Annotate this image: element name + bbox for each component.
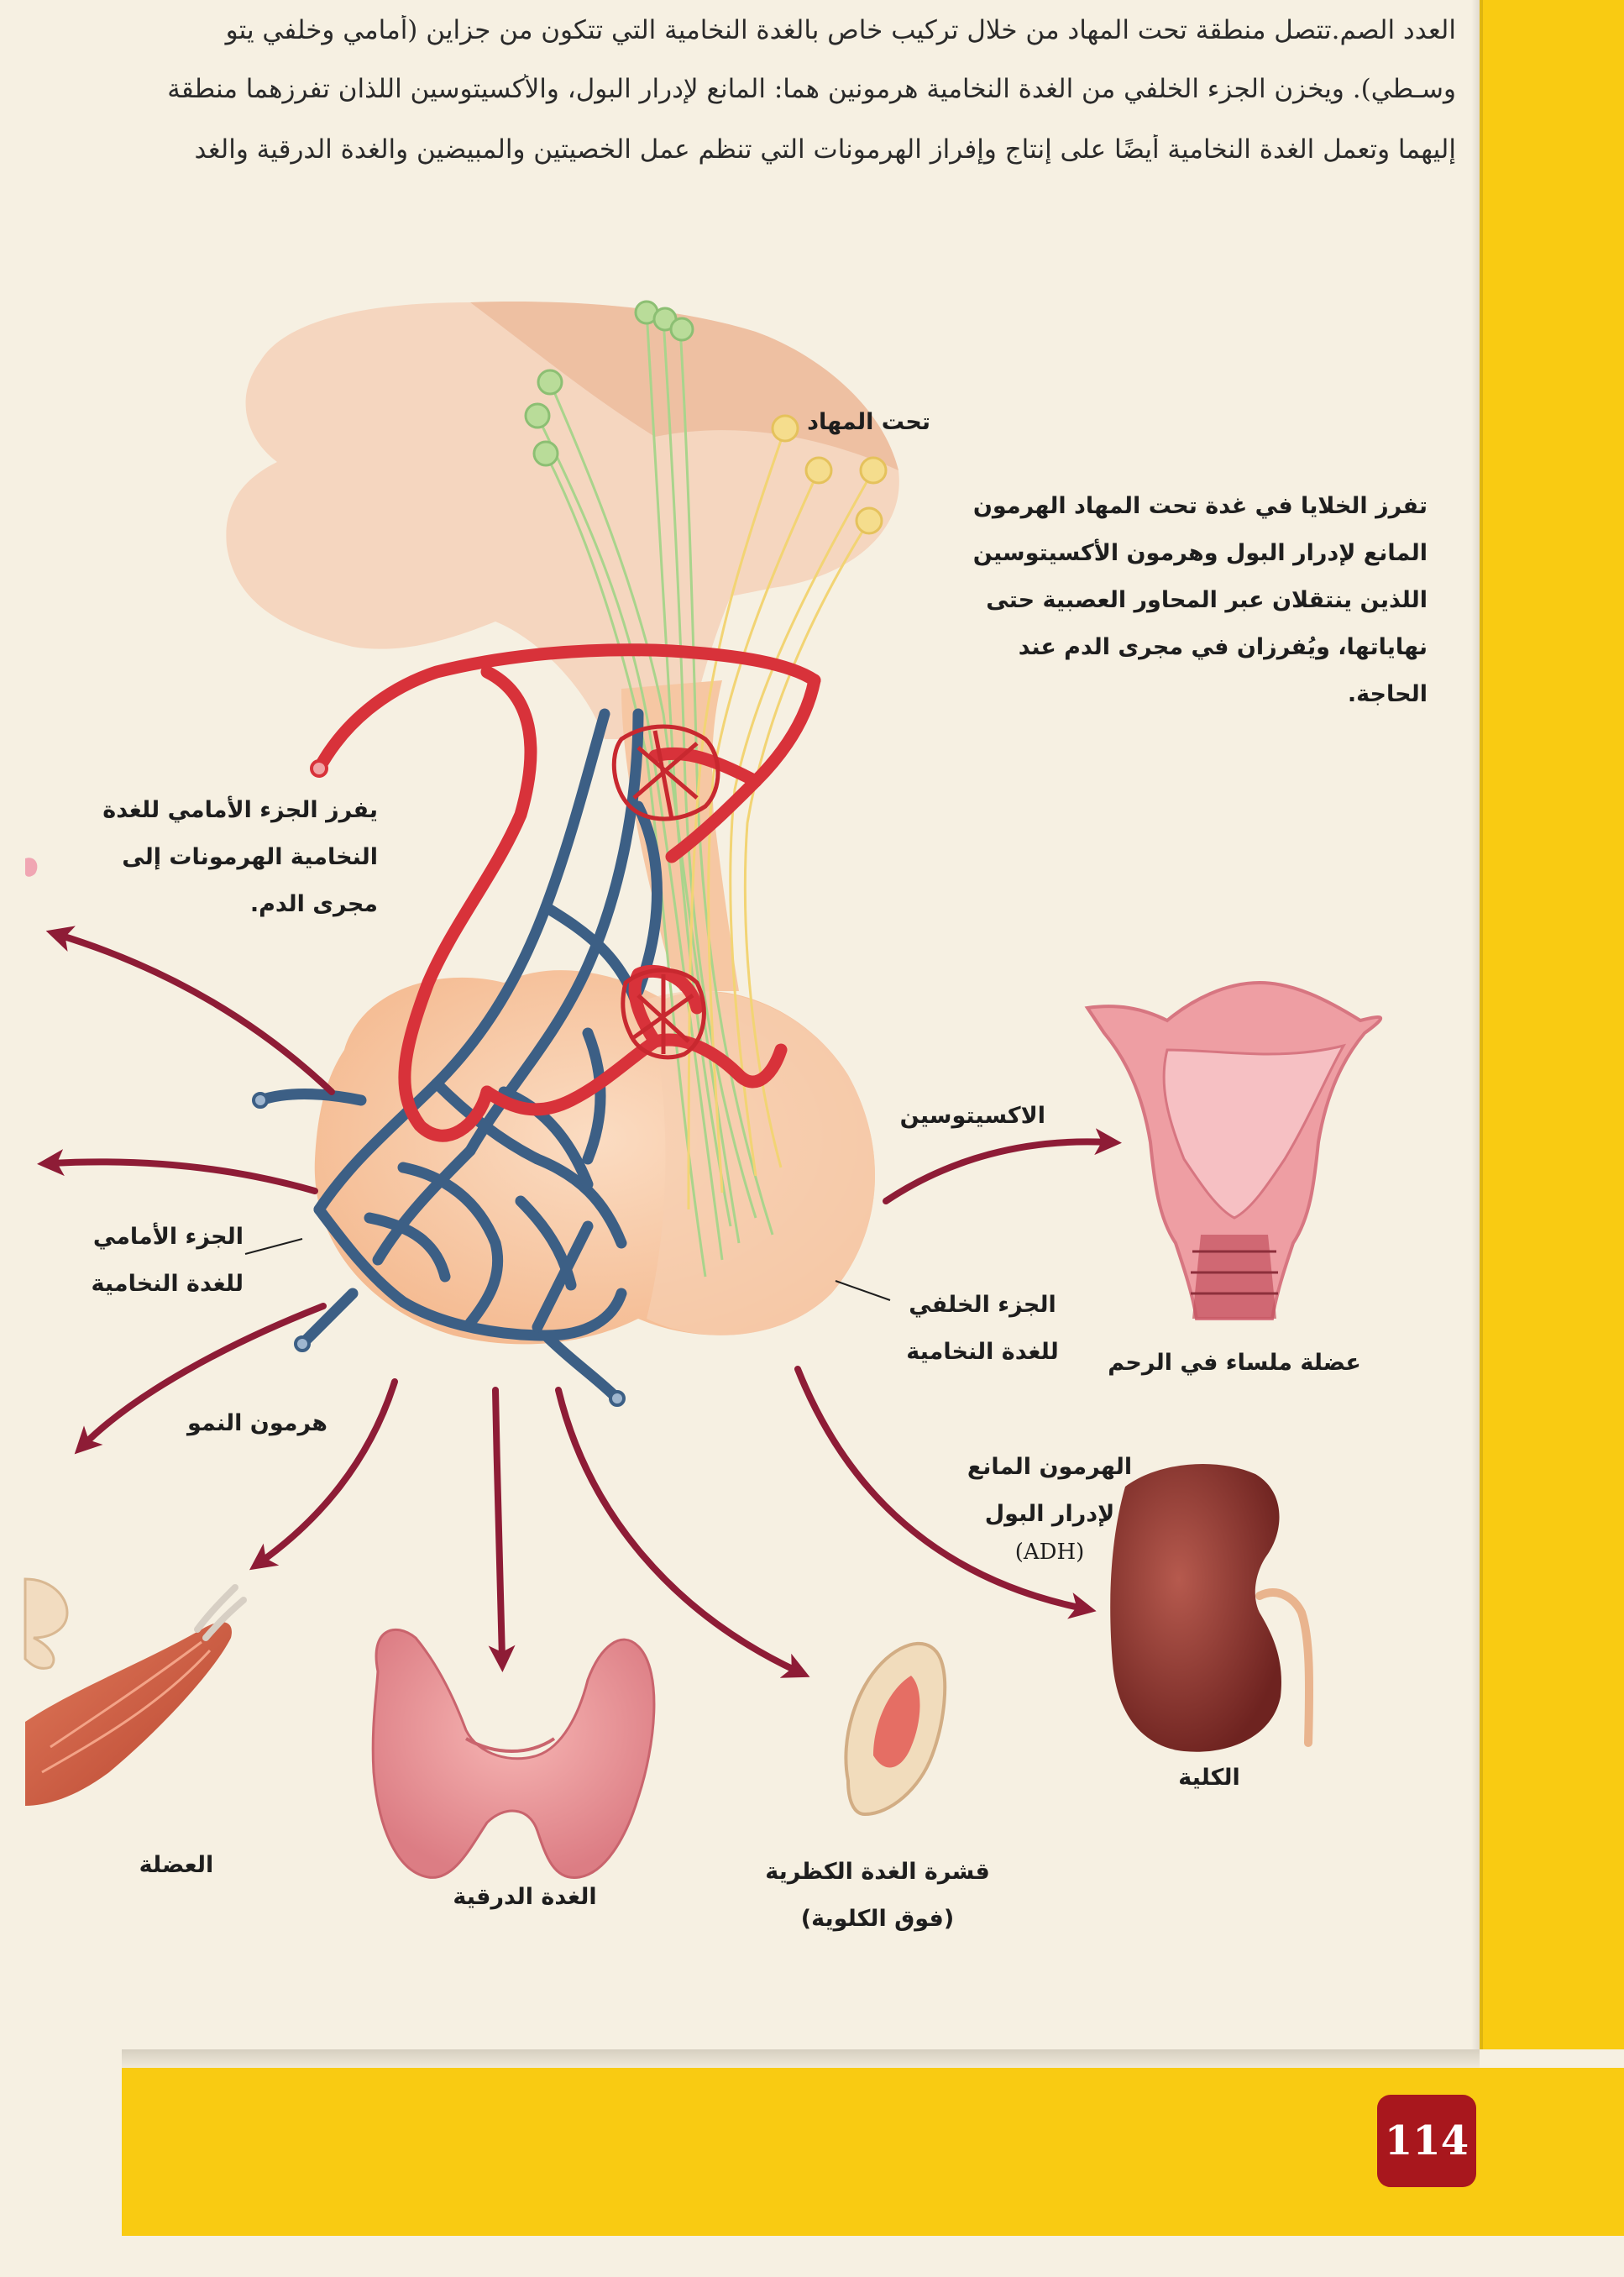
anterior-desc-line: يفرز الجزء الأمامي للغدة: [102, 797, 378, 823]
intro-line-2: وسـطي). ويخزن الجزء الخلفي من الغدة النخ…: [167, 74, 1456, 104]
footer-shadow: [122, 2049, 1480, 2068]
label-kidney: الكلية: [1178, 1765, 1240, 1791]
label-hypothalamus: تحت المهاد: [807, 409, 930, 435]
adh-abbreviation: (ADH): [1014, 1540, 1085, 1565]
vein-ends: [252, 1092, 626, 1407]
bone-fragment: [24, 1577, 69, 1670]
anterior-desc-line: مجرى الدم.: [249, 891, 378, 917]
artery-capillary-beds: [611, 724, 720, 1060]
hypothalamus-desc-line: اللذين ينتقلان عبر المحاور العصبية حتى: [986, 587, 1428, 613]
label-muscle: العضلة: [139, 1852, 214, 1878]
hypothalamus-desc-line: تفرز الخلايا في غدة تحت المهاد الهرمون: [972, 493, 1428, 519]
footer-band: [122, 2068, 1624, 2236]
posterior-pituitary-line: للغدة النخامية: [906, 1339, 1059, 1365]
right-band-shadow: [1471, 0, 1483, 2049]
label-uterus-muscle: عضلة ملساء في الرحم: [1108, 1350, 1361, 1376]
adh-line: الهرمون المانع: [967, 1454, 1133, 1480]
intro-line-3: إليهما وتعمل الغدة النخامية أيضًا على إن…: [194, 134, 1456, 165]
anterior-pituitary-line: الجزء الأمامي: [92, 1224, 244, 1250]
intro-line-1: العدد الصم.تتصل منطقة تحت المهاد من خلال…: [225, 15, 1456, 45]
uterus-illustration: [1084, 980, 1383, 1320]
muscle-illustration: [25, 1584, 247, 1806]
adrenal-cortex-line: (فوق الكلوية): [800, 1906, 955, 1932]
artery-end: [310, 759, 328, 778]
right-margin-band: [1480, 0, 1624, 2049]
left-pink-fragment: [25, 858, 38, 877]
anterior-desc-line: النخامية الهرمونات إلى: [122, 844, 378, 870]
label-thyroid: الغدة الدرقية: [453, 1884, 597, 1910]
label-oxytocin: الاكسيتوسين: [899, 1103, 1045, 1129]
adh-line: لإدرار البول: [984, 1501, 1115, 1527]
hypothalamus-desc-line: المانع لإدرار البول وهرمون الأكسيتوسين: [972, 540, 1428, 566]
hormone-arrows: [37, 926, 1122, 1678]
hypothalamus-desc-line: نهاياتها، ويُفرزان في مجرى الدم عند: [1018, 634, 1428, 660]
page-number-badge: 114: [1377, 2095, 1476, 2187]
thyroid-illustration: [371, 1629, 656, 1879]
pituitary-gland: [314, 970, 876, 1345]
leader-lines: [244, 1238, 891, 1301]
kidney-illustration: [1110, 1464, 1314, 1752]
adrenal-cortex-illustration: [844, 1641, 947, 1817]
posterior-pituitary-line: الجزء الخلفي: [909, 1292, 1056, 1318]
hypothalamus-desc-line: الحاجة.: [1347, 681, 1428, 707]
portal-veins: [254, 708, 663, 1404]
neuron-cell-bodies: [524, 300, 888, 535]
anterior-pituitary-line: للغدة النخامية: [91, 1271, 244, 1297]
label-growth-hormone: هرمون النمو: [186, 1410, 327, 1436]
adrenal-cortex-line: قشرة الغدة الكظرية: [765, 1859, 990, 1885]
hypophyseal-arteries: [312, 643, 821, 1142]
